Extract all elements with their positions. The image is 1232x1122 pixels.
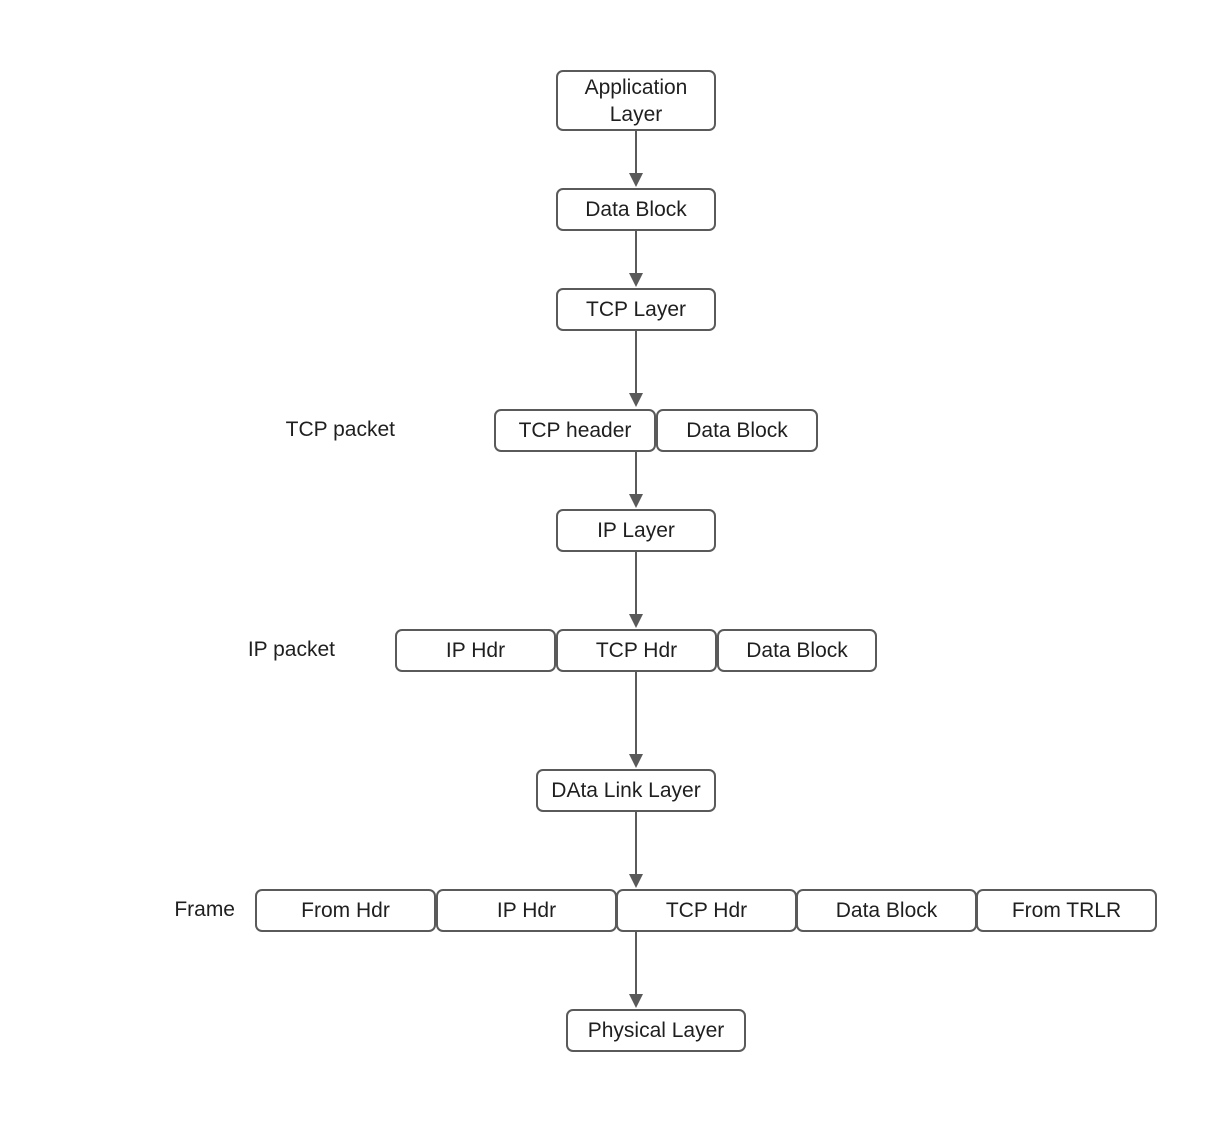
row-label-tcp-packet: TCP packet	[285, 418, 395, 441]
node-application-layer[interactable]: Application Layer	[556, 70, 716, 131]
node-data-block[interactable]: Data Block	[556, 188, 716, 231]
row-label-ip-packet: IP packet	[247, 638, 335, 661]
segment-frame-tcp-hdr[interactable]: TCP Hdr	[616, 889, 797, 932]
arrow-data-link-layer-to-frame	[629, 812, 643, 888]
node-physical-layer[interactable]: Physical Layer	[566, 1009, 746, 1052]
node-data-link-layer[interactable]: DAta Link Layer	[536, 769, 716, 812]
arrow-tcp-layer-to-tcp-packet	[629, 331, 643, 407]
arrow-application-layer-to-data-block	[629, 131, 643, 187]
segment-ip-packet-tcp-hdr[interactable]: TCP Hdr	[556, 629, 717, 672]
arrow-frame-to-physical-layer	[629, 932, 643, 1008]
segment-ip-packet-data-block[interactable]: Data Block	[717, 629, 877, 672]
segment-frame-data-block[interactable]: Data Block	[796, 889, 977, 932]
arrow-ip-packet-to-data-link-layer	[629, 672, 643, 768]
arrow-tcp-packet-to-ip-layer	[629, 452, 643, 508]
row-label-frame: Frame	[174, 898, 235, 921]
segment-ip-packet-ip-hdr[interactable]: IP Hdr	[395, 629, 556, 672]
segment-tcp-packet-data-block[interactable]: Data Block	[656, 409, 818, 452]
segment-frame-from-hdr[interactable]: From Hdr	[255, 889, 436, 932]
segment-frame-from-trlr[interactable]: From TRLR	[976, 889, 1157, 932]
node-tcp-layer[interactable]: TCP Layer	[556, 288, 716, 331]
segment-tcp-packet-tcp-header[interactable]: TCP header	[494, 409, 656, 452]
arrow-data-block-to-tcp-layer	[629, 231, 643, 287]
arrow-ip-layer-to-ip-packet	[629, 552, 643, 628]
segment-frame-ip-hdr[interactable]: IP Hdr	[436, 889, 617, 932]
node-ip-layer[interactable]: IP Layer	[556, 509, 716, 552]
